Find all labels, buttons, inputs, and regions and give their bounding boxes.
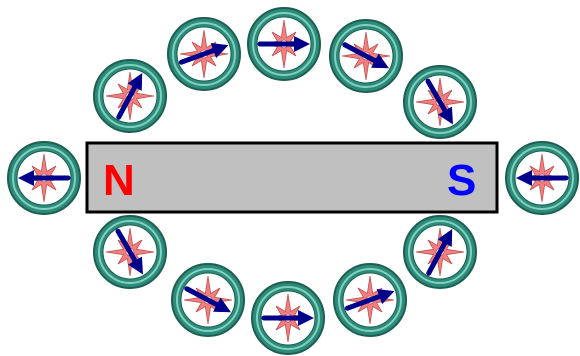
compass-lower-left-2 bbox=[171, 263, 245, 337]
compass-upper-right-2 bbox=[403, 65, 477, 139]
compass-needle-arrow-icon bbox=[344, 289, 395, 311]
compass-top bbox=[247, 7, 321, 81]
compass-needle-arrow-icon bbox=[257, 36, 310, 52]
compass-bezel-ring bbox=[172, 22, 236, 86]
compass-bezel-ring bbox=[98, 64, 162, 128]
compass-bezel-ring bbox=[98, 220, 162, 284]
compass-needle-arrow-icon bbox=[178, 43, 229, 65]
compass-bezel-ring bbox=[334, 24, 398, 88]
compass-bezel-ring bbox=[408, 220, 472, 284]
compass-needle-arrow-icon bbox=[342, 42, 389, 69]
compass-upper-right-1 bbox=[329, 19, 403, 93]
south-pole-label: S bbox=[447, 156, 476, 205]
compass-needle-arrow-icon bbox=[425, 78, 453, 125]
compass-bezel-ring bbox=[176, 268, 240, 332]
compass-bezel-ring bbox=[408, 70, 472, 134]
compass-needle-arrow-icon bbox=[426, 229, 453, 276]
compass-needle-arrow-icon bbox=[115, 228, 143, 275]
compass-needle-arrow-icon bbox=[516, 170, 569, 186]
compass-lower-left-1 bbox=[93, 215, 167, 289]
compass-needle-arrow-icon bbox=[116, 73, 143, 120]
compass-bottom bbox=[251, 281, 325, 355]
compass-bezel-ring bbox=[252, 12, 316, 76]
compass-upper-left-2 bbox=[167, 17, 241, 91]
compass-needle-arrow-icon bbox=[261, 310, 314, 326]
compass-lower-right-1 bbox=[333, 263, 407, 337]
compass-lower-right-2 bbox=[403, 215, 477, 289]
compass-needle-arrow-icon bbox=[184, 286, 231, 313]
compass-ring bbox=[7, 7, 579, 355]
compass-bezel-ring bbox=[12, 146, 76, 210]
bar-magnet: N S bbox=[85, 141, 499, 214]
magnet-body bbox=[85, 141, 499, 214]
compass-needle-arrow-icon bbox=[18, 170, 71, 186]
north-pole-label: N bbox=[103, 156, 135, 205]
compass-upper-left-1 bbox=[93, 59, 167, 133]
compass-left bbox=[7, 141, 81, 215]
compass-right bbox=[505, 141, 579, 215]
compass-bezel-ring bbox=[510, 146, 574, 210]
compass-bezel-ring bbox=[338, 268, 402, 332]
compass-bezel-ring bbox=[256, 286, 320, 350]
